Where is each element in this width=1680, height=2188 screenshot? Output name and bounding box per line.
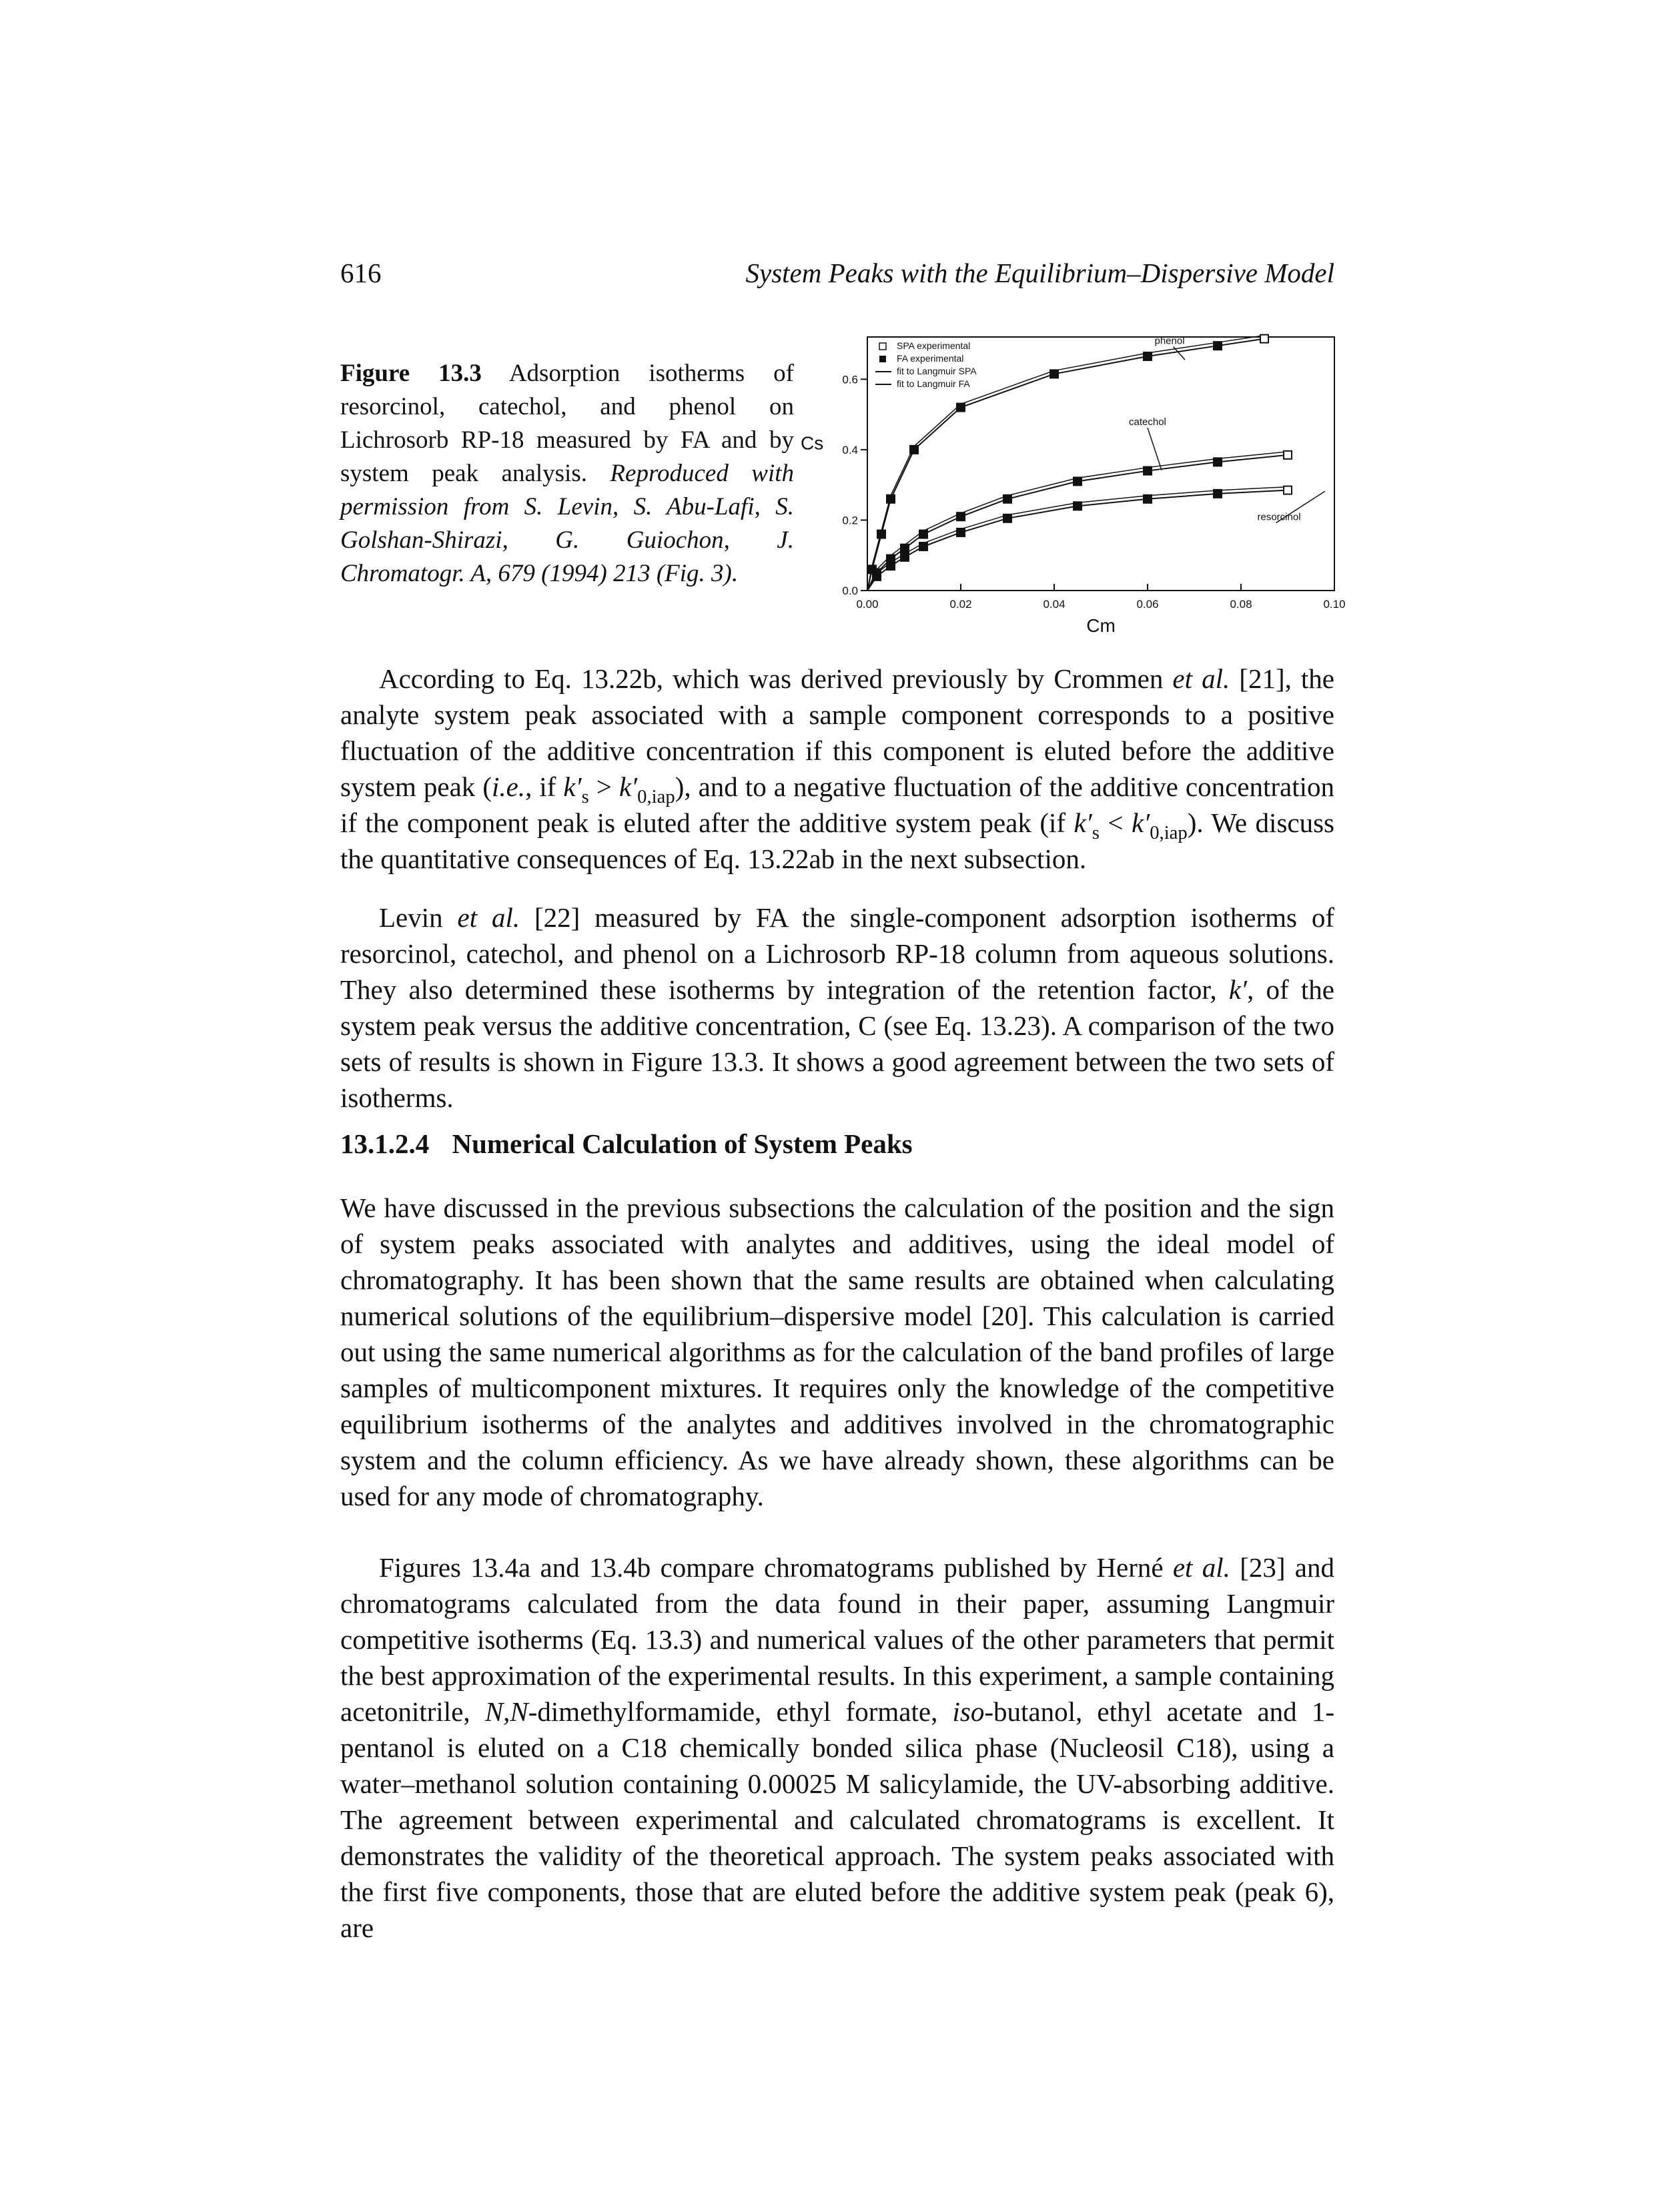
data-point-catechol — [956, 512, 965, 522]
data-point-catechol — [900, 543, 909, 553]
series-line-spa-phenol — [867, 338, 1265, 591]
y-tick-label: 0.6 — [842, 373, 858, 386]
data-point-phenol — [1143, 352, 1152, 362]
figure-caption: Figure 13.3 Adsorption isotherms of reso… — [340, 357, 794, 591]
x-tick-label: 0.10 — [1323, 598, 1345, 611]
legend-label: fit to Langmuir SPA — [897, 366, 977, 376]
figure-label: Figure 13.3 — [340, 360, 482, 387]
y-tick-label: 0.4 — [842, 444, 858, 456]
data-point-catechol — [1283, 450, 1292, 460]
x-tick-label: 0.00 — [856, 598, 878, 611]
data-point-resorcinol — [1003, 513, 1012, 523]
running-title: System Peaks with the Equilibrium–Disper… — [745, 258, 1334, 288]
paragraph-1: According to Eq. 13.22b, which was deriv… — [340, 663, 1335, 874]
series-line-fa-catechol — [867, 451, 1288, 591]
data-point-resorcinol — [919, 542, 928, 552]
data-point-resorcinol — [872, 571, 881, 581]
data-point-resorcinol — [1143, 494, 1152, 504]
figure-caption-text: Adsorption isotherms of resorcinol, cate… — [340, 360, 794, 487]
series-line-fa-phenol — [867, 334, 1265, 591]
annotation-label: catechol — [1129, 416, 1166, 428]
legend-marker-open — [879, 342, 887, 350]
x-tick-label: 0.02 — [949, 598, 971, 611]
isotherm-chart: 0.00 0.02 0.04 0.06 0.08 0.10 0.0 0.2 0.4 0.6Cm Cs… — [801, 334, 1346, 636]
data-point-phenol — [877, 529, 886, 539]
data-point-catechol — [1213, 457, 1222, 467]
series-line-spa-catechol — [867, 454, 1288, 591]
data-point-resorcinol — [1073, 501, 1082, 511]
data-point-resorcinol — [900, 552, 909, 562]
annotation-label: phenol — [1155, 336, 1185, 347]
plot-frame — [867, 336, 1335, 591]
section-heading: 13.1.2.4 Numerical Calculation of System… — [340, 1128, 1334, 1160]
data-point-phenol — [909, 444, 919, 454]
data-point-catechol — [1003, 494, 1012, 504]
x-axis-label: Cm — [1086, 615, 1116, 636]
data-point-resorcinol — [1283, 485, 1292, 495]
legend-label: FA experimental — [897, 353, 963, 364]
paragraph-2: Levin et al. [22] measured by FA the sin… — [340, 902, 1335, 1113]
data-point-phenol — [956, 402, 965, 412]
paragraph-4: Figures 13.4a and 13.4b compare chromato… — [340, 1552, 1334, 1943]
figure-credit: Reproduced with permission from S. Levin… — [340, 460, 794, 587]
legend-marker-filled — [879, 356, 886, 362]
y-tick-label: 0.2 — [842, 514, 858, 526]
x-tick-label: 0.04 — [1043, 598, 1065, 611]
data-point-catechol — [1143, 466, 1152, 476]
data-point-resorcinol — [1213, 488, 1222, 498]
data-point-phenol — [886, 494, 895, 504]
page-number: 616 — [340, 258, 382, 288]
data-point-resorcinol — [886, 561, 895, 571]
data-point-phenol — [1049, 369, 1059, 379]
x-tick-label: 0.06 — [1136, 598, 1158, 611]
section-number: 13.1.2.4 — [340, 1128, 430, 1159]
annotation-leader — [1276, 490, 1326, 524]
data-point-catechol — [1073, 476, 1082, 486]
page-header: 616 System Peaks with the Equilibrium–Di… — [340, 257, 1334, 297]
legend-label: fit to Langmuir FA — [897, 378, 970, 389]
legend-label: SPA experimental — [897, 340, 970, 351]
annotation-leader — [1147, 427, 1162, 470]
data-point-phenol — [1260, 334, 1269, 344]
data-point-resorcinol — [956, 527, 965, 537]
section-title: Numerical Calculation of System Peaks — [452, 1128, 913, 1159]
y-axis-label: Cs — [801, 432, 823, 453]
x-tick-label: 0.08 — [1230, 598, 1252, 611]
paragraph-3: We have discussed in the previous subsec… — [340, 1192, 1334, 1511]
y-tick-label: 0.0 — [842, 585, 858, 597]
annotation-leader — [1172, 346, 1186, 360]
data-point-phenol — [1213, 341, 1222, 351]
data-point-catechol — [919, 529, 928, 539]
